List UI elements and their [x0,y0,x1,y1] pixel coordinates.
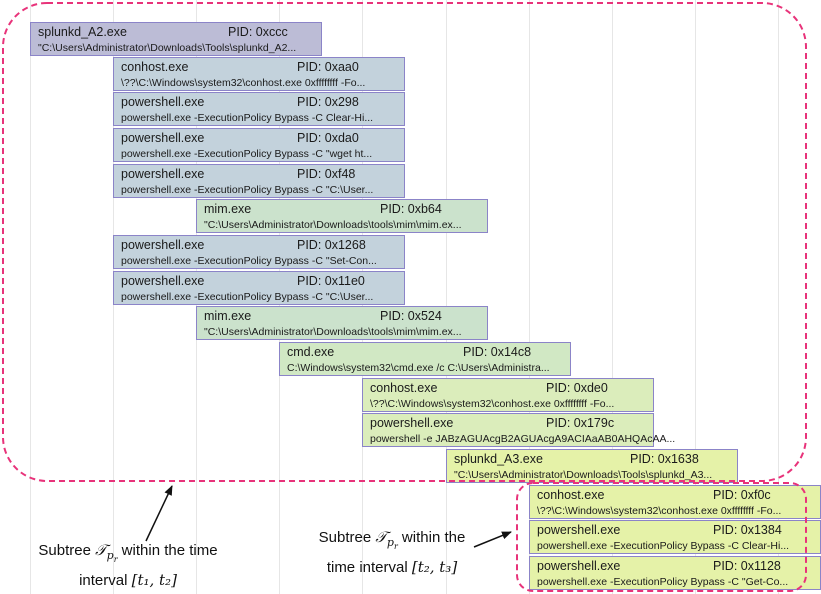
process-node-conhost: conhost.exe PID: 0xde0 \??\C:\Windows\sys… [362,378,654,412]
caption-text: Subtree [38,542,96,559]
process-command-line: powershell.exe -ExecutionPolicy Bypass -… [121,148,373,160]
process-name: powershell.exe [370,416,454,430]
process-pid: PID: 0xda0 [297,131,359,145]
process-command-line: powershell.exe -ExecutionPolicy Bypass -… [537,540,790,552]
process-command-line: "C:\Users\Administrator\Downloads\tools\… [204,219,462,231]
process-command-line: C:\Windows\system32\cmd.exe /c C:\Users\… [287,362,550,374]
process-pid: PID: 0x14c8 [463,345,532,359]
process-name: conhost.exe [121,60,189,74]
process-command-line: "C:\Users\Administrator\Downloads\Tools\… [38,42,297,54]
time-gridline [30,0,31,594]
process-command-line: "C:\Users\Administrator\Downloads\tools\… [204,326,462,338]
process-node-powershell: powershell.exe PID: 0x11e0 powershell.exe… [113,271,405,305]
time-gridline [446,0,447,594]
caption-text: interval [79,572,132,590]
process-pid: PID: 0x1128 [713,559,781,573]
process-name: powershell.exe [537,559,621,573]
process-name: powershell.exe [537,523,621,537]
process-name: splunkd_A3.exe [454,452,543,466]
process-name: mim.exe [204,309,252,323]
subtree-t2-t3-outline [516,482,807,592]
caption-text: within the time [117,542,218,559]
caption-text: time interval [326,559,412,577]
caption-math-subsub: r [393,542,398,552]
process-pid: PID: 0xf0c [713,488,771,502]
process-node-conhost: conhost.exe PID: 0xaa0 \??\C:\Windows\sys… [113,57,405,91]
process-node-powershell: powershell.exe PID: 0x1128 powershell.exe… [529,556,821,590]
process-node-powershell: powershell.exe PID: 0x179c powershell -e … [362,413,676,447]
time-gridline [695,0,696,594]
process-pid: PID: 0xde0 [546,381,608,395]
caption-subtree-t1-t2: Subtree 𝒯pr within the time interval [t₁… [24,540,232,591]
process-node-powershell: powershell.exe PID: 0x1268 powershell.exe… [113,235,405,269]
process-node-powershell: powershell.exe PID: 0xda0 powershell.exe … [113,128,405,162]
caption-math-interval: [t₂, t₃] [411,558,458,577]
time-gridline [778,0,779,594]
process-pid: PID: 0xf48 [297,167,356,181]
process-command-line: powershell.exe -ExecutionPolicy Bypass -… [537,576,789,588]
process-command-line: "C:\Users\Administrator\Downloads\Tools\… [454,469,713,481]
process-pid: PID: 0x1268 [297,238,366,252]
caption-subtree-t2-t3: Subtree 𝒯pr within the time interval [t₂… [308,527,476,578]
process-node-powershell: powershell.exe PID: 0xf48 powershell.exe … [113,164,405,198]
process-pid: PID: 0x1638 [630,452,699,466]
process-node-mim: mim.exe PID: 0xb64 "C:\Users\Administrato… [196,199,488,233]
process-node-splunkd-a2: splunkd_A2.exe PID: 0xccc "C:\Users\Admin… [30,22,322,56]
process-name: powershell.exe [121,238,205,252]
process-name: conhost.exe [370,381,438,395]
process-command-line: powershell.exe -ExecutionPolicy Bypass -… [121,184,374,196]
caption-text: Subtree [318,529,376,546]
process-name: conhost.exe [537,488,605,502]
caption-math-symbol: 𝒯 [375,528,387,546]
process-node-splunkd-a3: splunkd_A3.exe PID: 0x1638 "C:\Users\Admi… [446,449,738,483]
process-pid: PID: 0x11e0 [297,274,365,288]
process-command-line: \??\C:\Windows\system32\conhost.exe 0xff… [121,77,366,89]
time-gridline [612,0,613,594]
caption-math-subsub: r [113,555,118,565]
process-name: powershell.exe [121,131,205,145]
caption-math-symbol: 𝒯 [95,541,107,559]
process-command-line: \??\C:\Windows\system32\conhost.exe 0xff… [537,505,782,517]
process-command-line: \??\C:\Windows\system32\conhost.exe 0xff… [370,398,615,410]
process-pid: PID: 0x524 [380,309,442,323]
process-pid: PID: 0x1384 [713,523,782,537]
process-node-powershell: powershell.exe PID: 0x298 powershell.exe … [113,92,405,126]
process-command-line: powershell.exe -ExecutionPolicy Bypass -… [121,291,374,303]
caption-math-sub: p [386,536,394,549]
process-node-cmd: cmd.exe PID: 0x14c8 C:\Windows\system32\c… [279,342,571,376]
process-name: splunkd_A2.exe [38,25,127,39]
process-node-conhost: conhost.exe PID: 0xf0c \??\C:\Windows\sys… [529,485,821,519]
caption-arrow-left [145,485,173,542]
process-node-powershell: powershell.exe PID: 0x1384 powershell.exe… [529,520,821,554]
process-pid: PID: 0xaa0 [297,60,359,74]
process-command-line: powershell.exe -ExecutionPolicy Bypass -… [121,112,374,124]
caption-arrow-right [473,531,512,548]
process-pid: PID: 0x179c [546,416,615,430]
process-name: powershell.exe [121,95,205,109]
process-command-line: powershell.exe -ExecutionPolicy Bypass -… [121,255,377,267]
process-command-line: powershell -e JABzAGUAcgB2AGUAcgA9ACIAaA… [370,433,676,445]
process-name: cmd.exe [287,345,335,359]
caption-math-interval: [t₁, t₂] [131,571,177,590]
process-name: mim.exe [204,202,252,216]
process-pid: PID: 0xb64 [380,202,442,216]
caption-math-sub: p [106,549,114,562]
process-pid: PID: 0xccc [228,25,288,39]
process-name: powershell.exe [121,274,205,288]
caption-text: within the [397,529,466,546]
process-name: powershell.exe [121,167,205,181]
time-gridline [529,0,530,594]
process-pid: PID: 0x298 [297,95,359,109]
process-node-mim: mim.exe PID: 0x524 "C:\Users\Administrato… [196,306,488,340]
subtree-t1-t2-outline [2,2,807,482]
